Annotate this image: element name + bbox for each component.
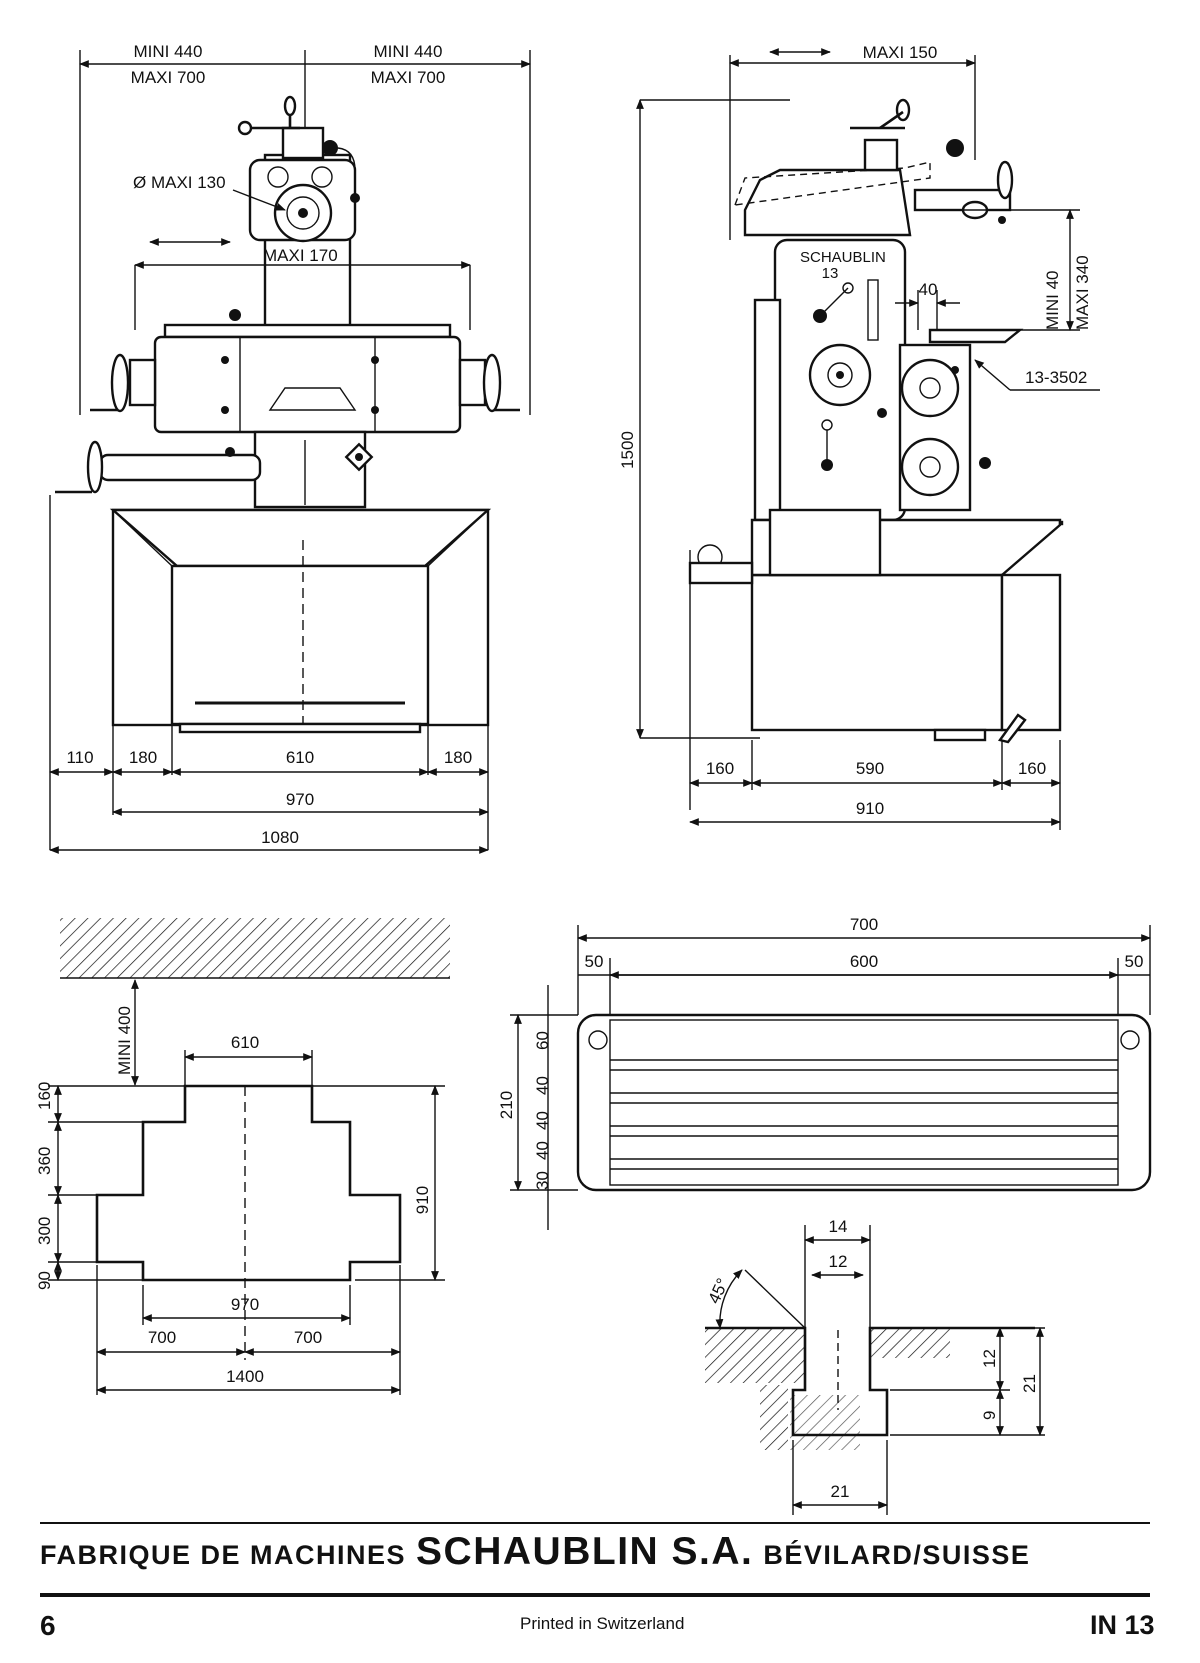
dim-front-610: 610 [286, 748, 314, 767]
wall-hatch [60, 918, 450, 978]
footer-part3: BÉVILARD/SUISSE [763, 1540, 1031, 1570]
front-saddle [153, 335, 462, 434]
side-accessory: 13-3502 [1025, 368, 1087, 387]
footer-company: FABRIQUE DE MACHINES SCHAUBLIN S.A. BÉVI… [40, 1530, 1160, 1574]
footprint-outline [95, 1084, 402, 1282]
dim-tslot-9: 9 [980, 1411, 999, 1420]
dim-plan-160: 160 [35, 1082, 54, 1110]
dim-table-50b: 50 [1125, 952, 1144, 971]
dim-table-600: 600 [850, 952, 878, 971]
dim-table-40b: 40 [533, 1111, 552, 1130]
dim-left-maxi: MAXI 700 [131, 68, 206, 87]
footer-part2: SCHAUBLIN S.A. [416, 1530, 754, 1573]
tslot-detail: 14 12 45° 12 9 21 21 [704, 1217, 1045, 1515]
dim-maxi340: MAXI 340 [1073, 255, 1092, 330]
dim-maxi150: MAXI 150 [863, 43, 938, 62]
dim-side-910: 910 [856, 799, 884, 818]
dim-tslot-angle: 45° [704, 1275, 732, 1306]
side-overarm [743, 168, 912, 237]
dim-plan-1400: 1400 [226, 1367, 264, 1386]
dim-table-50a: 50 [585, 952, 604, 971]
dim-tslot-12: 12 [829, 1252, 848, 1271]
dim-tslot-21v: 21 [1020, 1374, 1039, 1393]
dim-tslot-12v: 12 [980, 1349, 999, 1368]
dim-tslot-14: 14 [829, 1217, 848, 1236]
tslot-profile [705, 1326, 1035, 1437]
dim-spindle-dia: Ø MAXI 130 [133, 173, 226, 192]
dim-plan-90: 90 [35, 1271, 54, 1290]
dim-plan-610: 610 [231, 1033, 259, 1052]
dim-travel: MAXI 170 [263, 246, 338, 265]
dim-right-mini: MINI 440 [374, 42, 443, 61]
dim-table-30: 30 [533, 1171, 552, 1190]
dim-table-40c: 40 [533, 1141, 552, 1160]
dim-front-1080: 1080 [261, 828, 299, 847]
dim-left-mini: MINI 440 [134, 42, 203, 61]
front-base-door [170, 564, 430, 726]
floor-plan: MINI 400 610 160 360 300 90 910 970 700 … [35, 918, 450, 1395]
side-base-door [750, 573, 1004, 732]
dim-mini400: MINI 400 [115, 1006, 134, 1075]
dim-front-110: 110 [66, 748, 93, 767]
front-table [163, 323, 452, 339]
dim-table-60: 60 [533, 1031, 552, 1050]
front-knee [253, 430, 367, 509]
dim-side-160a: 160 [706, 759, 734, 778]
printed-note: Printed in Switzerland [520, 1614, 685, 1633]
left-handwheel [110, 353, 130, 413]
dim-front-180a: 180 [129, 748, 157, 767]
side-brand: SCHAUBLIN [800, 249, 886, 266]
dim-plan-910: 910 [413, 1186, 432, 1214]
dim-plan-300: 300 [35, 1217, 54, 1245]
dim-table-210: 210 [497, 1091, 516, 1119]
dim-plan-700a: 700 [148, 1328, 176, 1347]
dim-plan-700b: 700 [294, 1328, 322, 1347]
dim-side-160b: 160 [1018, 759, 1046, 778]
footer-rule-top [40, 1522, 1150, 1524]
dim-mini40: MINI 40 [1043, 270, 1062, 330]
dim-right-maxi: MAXI 700 [371, 68, 446, 87]
dim-front-970: 970 [286, 790, 314, 809]
dim-front-180b: 180 [444, 748, 472, 767]
dim-plan-970: 970 [231, 1295, 259, 1314]
table-top-view: 700 50 600 50 210 60 40 40 40 30 [497, 915, 1152, 1230]
doc-code: IN 13 [1090, 1610, 1155, 1640]
side-table-end [928, 328, 1024, 344]
dim-tslot-21: 21 [831, 1482, 850, 1501]
dim-table-40a: 40 [533, 1076, 552, 1095]
side-model: 13 [822, 265, 839, 282]
dim-side-40: 40 [919, 280, 938, 299]
footer-part1: FABRIQUE DE MACHINES [40, 1540, 407, 1570]
front-view: MINI 440 MAXI 700 MINI 440 MAXI 700 Ø MA… [49, 42, 531, 854]
side-view: MAXI 150 SCHAUBLIN 13 [618, 43, 1100, 830]
side-handwheel-mid [900, 358, 960, 418]
footer-rule-bottom [40, 1593, 1150, 1597]
side-handwheel-low [900, 437, 960, 497]
dim-height-1500: 1500 [618, 431, 637, 469]
dim-plan-360: 360 [35, 1147, 54, 1175]
page-number: 6 [40, 1610, 56, 1641]
right-handwheel [482, 353, 502, 413]
dim-side-590: 590 [856, 759, 884, 778]
dim-table-700: 700 [850, 915, 878, 934]
